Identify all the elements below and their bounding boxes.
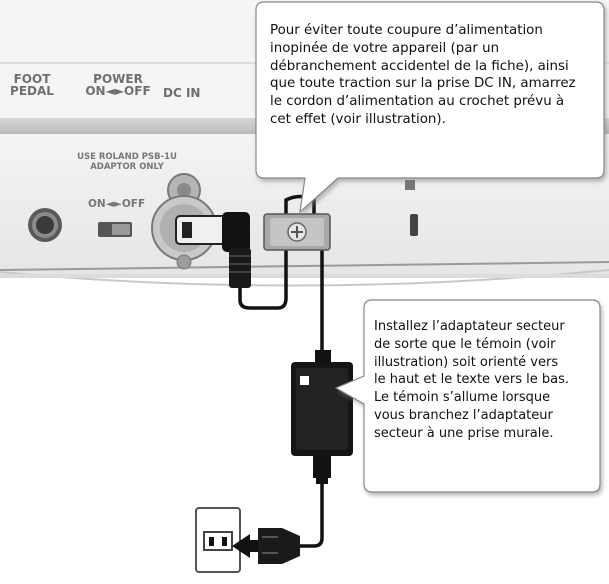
callout-top-line: débranchement accidentel de la fiche), a… <box>270 58 569 74</box>
power-switch <box>98 222 132 237</box>
adaptor-indicator-led <box>300 376 309 385</box>
cord-hook <box>263 213 331 251</box>
callout-bottom-line: de sorte que le témoin (voir <box>374 336 556 352</box>
callout-top-bubble <box>255 1 605 214</box>
callout-top-line: inopinée de votre appareil (par un <box>270 40 500 56</box>
power-label: POWER ON◄►OFF <box>78 73 158 97</box>
power-label-line1: POWER <box>93 72 143 86</box>
callout-top-text: Pour éviter toute coupure d’alimentation… <box>270 22 600 129</box>
callout-bottom-line: secteur à une prise murale. <box>374 425 554 441</box>
callout-bottom-line: le haut et le texte vers le bas. <box>374 372 569 388</box>
insert-arrow-icon <box>232 534 258 558</box>
adaptor-only-label: USE ROLAND PSB-1U ADAPTOR ONLY <box>72 152 182 172</box>
wall-plug <box>258 528 300 564</box>
callout-top-line: que toute traction sur la prise DC IN, a… <box>270 76 576 92</box>
adaptor-label-line1: USE ROLAND PSB-1U <box>77 152 177 162</box>
foot-pedal-label: FOOT PEDAL <box>2 73 62 97</box>
callout-bottom-line: Le témoin s’allume lorsque <box>374 390 551 406</box>
wall-outlet <box>195 507 241 573</box>
callout-bottom-text: Installez l’adaptateur secteur de sorte … <box>374 318 599 443</box>
panel-logo-marks <box>405 180 418 236</box>
dc-plug <box>175 212 251 288</box>
callout-bottom-line: Installez l’adaptateur secteur <box>374 319 565 334</box>
callout-bottom-bubble <box>334 299 601 493</box>
foot-pedal-jack <box>28 208 62 242</box>
callout-top-line: cet effet (voir illustration). <box>270 111 446 127</box>
adaptor-label-line2: ADAPTOR ONLY <box>90 162 164 172</box>
foot-label-line2: PEDAL <box>10 84 54 98</box>
power-label-line2: ON◄►OFF <box>85 84 151 98</box>
callout-top-line: Pour éviter toute coupure d’alimentation <box>270 23 543 38</box>
ac-adaptor <box>291 350 353 484</box>
callout-top-line: le cordon d’alimentation au crochet prév… <box>270 94 565 110</box>
dc-in-label: DC IN <box>163 86 201 100</box>
callout-bottom-line: illustration) soit orienté vers <box>374 354 559 370</box>
callout-bottom-line: vous branchez l’adaptateur <box>374 407 553 423</box>
switch-label: ON◄►OFF <box>88 198 146 210</box>
foot-label-line1: FOOT <box>13 72 51 86</box>
